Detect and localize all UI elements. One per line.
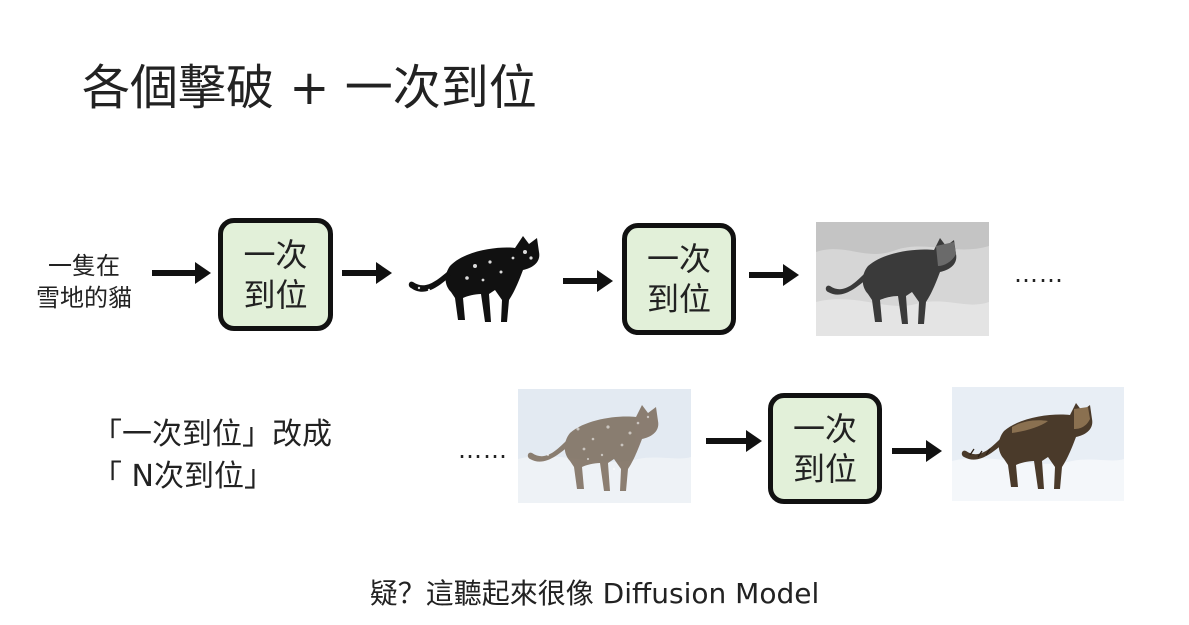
model-box-2-line1: 一次 bbox=[646, 240, 711, 278]
model-box-2-line2: 到位 bbox=[646, 280, 711, 318]
model-box-1-line2: 到位 bbox=[243, 275, 308, 314]
note-text: 「一次到位」改成 「 N次到位」 bbox=[92, 414, 332, 498]
arrow-output1-to-model2 bbox=[563, 270, 613, 292]
model-box-1-line1: 一次 bbox=[243, 235, 308, 274]
slide-title: 各個擊破 + 一次到位 bbox=[82, 60, 537, 116]
input-prompt: 一隻在 雪地的貓 bbox=[22, 250, 146, 314]
input-prompt-line2: 雪地的貓 bbox=[36, 284, 132, 312]
bottom-caption: 疑？這聽起來很像 Diffusion Model bbox=[369, 577, 820, 610]
ellipsis-row2: …… bbox=[458, 436, 508, 464]
cat-image-final bbox=[952, 387, 1124, 501]
model-box-3: 一次 到位 bbox=[768, 393, 882, 504]
arrow-noisy-to-model3 bbox=[706, 430, 762, 452]
arrow-prompt-to-model bbox=[152, 262, 211, 284]
arrow-model2-to-output2 bbox=[749, 264, 799, 286]
cat-image-noisy bbox=[518, 389, 691, 503]
model-box-2: 一次 到位 bbox=[622, 223, 736, 335]
cat-image-coarse bbox=[405, 228, 545, 328]
model-box-3-line1: 一次 bbox=[792, 409, 857, 448]
model-box-1: 一次 到位 bbox=[218, 218, 333, 331]
note-line2: 「 N次到位」 bbox=[92, 459, 274, 494]
note-line1: 「一次到位」改成 bbox=[92, 417, 332, 452]
cat-image-posterized bbox=[816, 222, 989, 336]
model-box-3-line2: 到位 bbox=[792, 449, 857, 488]
arrow-model1-to-output bbox=[342, 262, 392, 284]
input-prompt-line1: 一隻在 bbox=[48, 252, 120, 280]
ellipsis-row1: …… bbox=[1014, 260, 1064, 288]
arrow-model3-to-final bbox=[892, 440, 942, 462]
